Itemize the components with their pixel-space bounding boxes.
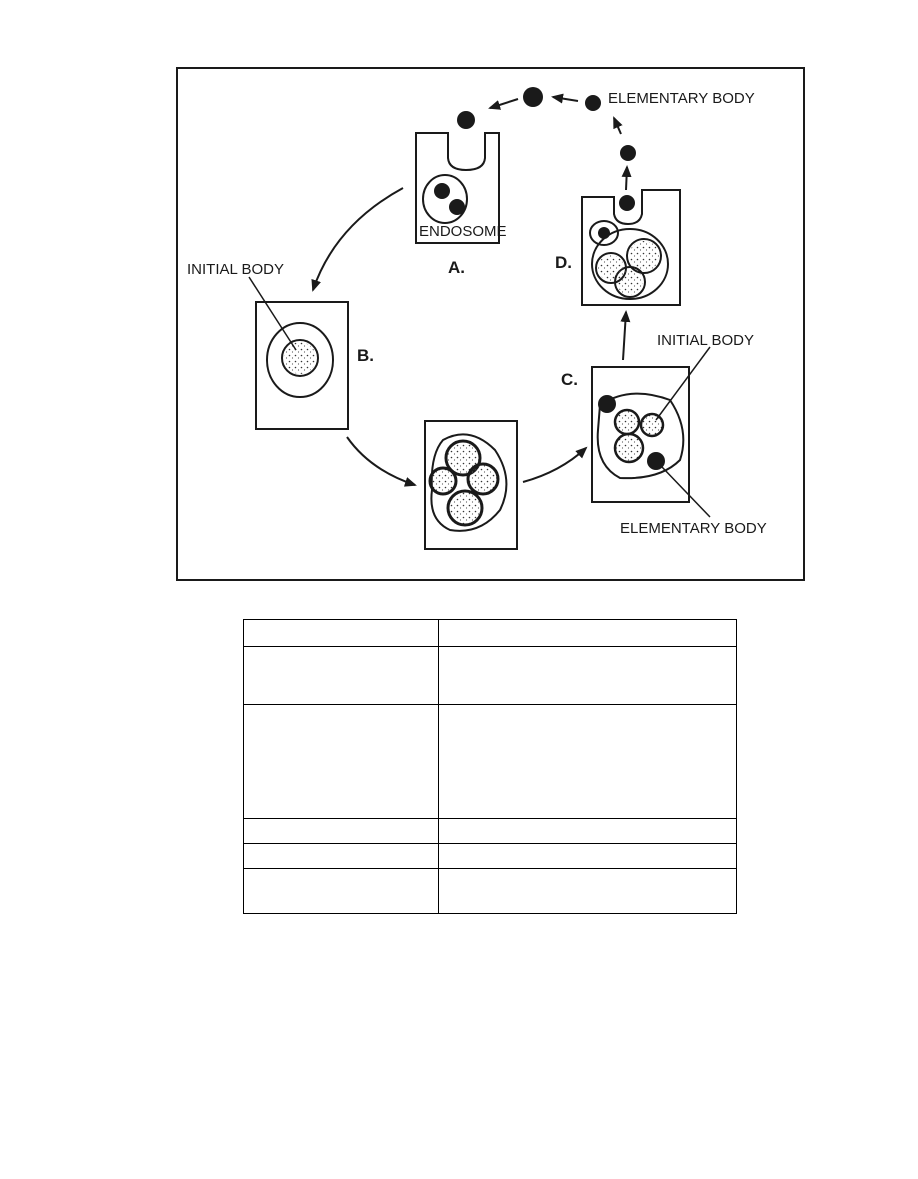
- elementary-body: [598, 395, 616, 413]
- stage-label-c: C.: [561, 370, 578, 389]
- pointer-elementary-body-bottom: [661, 466, 711, 518]
- table-row: [243, 843, 737, 869]
- empty-table: [243, 619, 737, 914]
- elementary-body: [647, 452, 665, 470]
- cell-b: [255, 301, 349, 430]
- reticulate-body: [617, 269, 643, 295]
- elementary-body: [619, 195, 635, 211]
- table-cell: [438, 619, 737, 647]
- pointer-lines: [248, 276, 711, 518]
- stage-label-d: D.: [555, 253, 572, 272]
- label-initial-body-left: INITIAL BODY: [187, 261, 284, 278]
- pointer-initial-body-left: [248, 276, 297, 351]
- reticulate-body: [629, 241, 659, 271]
- released-elementary-bodies: [457, 87, 636, 161]
- elementary-body: [598, 227, 610, 239]
- table-row: [243, 704, 737, 819]
- table-cell: [438, 818, 737, 844]
- table-row: [243, 818, 737, 844]
- table-cell: [243, 619, 439, 647]
- table-cell: [243, 704, 439, 819]
- table-cell: [243, 818, 439, 844]
- table-cell: [243, 843, 439, 869]
- initial-body-cluster: [613, 408, 665, 464]
- table-cell: [243, 868, 439, 914]
- cell-c: [591, 366, 690, 503]
- initial-body-cluster: [428, 439, 500, 527]
- chlamydia-life-cycle-diagram: ELEMENTARY BODY ENDOSOME INITIAL BODY IN…: [176, 67, 805, 581]
- elementary-body: [434, 183, 450, 199]
- arrow-c-to-d: [620, 310, 631, 361]
- arrow-bottom-to-c: [522, 446, 588, 483]
- table-cell: [438, 704, 737, 819]
- label-elementary-body-top: ELEMENTARY BODY: [608, 90, 755, 107]
- pointer-initial-body-right: [655, 346, 711, 421]
- stage-label-b: B.: [357, 346, 374, 365]
- cell-a: [415, 132, 500, 244]
- label-endosome: ENDOSOME: [419, 223, 507, 240]
- label-elementary-body-bottom: ELEMENTARY BODY: [620, 520, 767, 537]
- elementary-body: [449, 199, 465, 215]
- table-cell: [438, 646, 737, 705]
- cell-d: [581, 189, 681, 306]
- table-row: [243, 868, 737, 914]
- table-cell: [438, 843, 737, 869]
- table-row: [243, 619, 737, 647]
- table-cell: [438, 868, 737, 914]
- stage-label-a: A.: [448, 258, 465, 277]
- table-row: [243, 646, 737, 705]
- endosome-vacuole: [422, 174, 468, 224]
- label-initial-body-right: INITIAL BODY: [657, 332, 754, 349]
- reticulate-body: [598, 255, 624, 281]
- release-arrows: [488, 93, 632, 191]
- arrow-a-to-b: [311, 187, 404, 292]
- cycle-arrows: [311, 187, 631, 487]
- diagram-frame: [176, 67, 805, 581]
- arrow-b-to-bottom: [346, 436, 417, 487]
- initial-body: [284, 342, 316, 374]
- table-cell: [243, 646, 439, 705]
